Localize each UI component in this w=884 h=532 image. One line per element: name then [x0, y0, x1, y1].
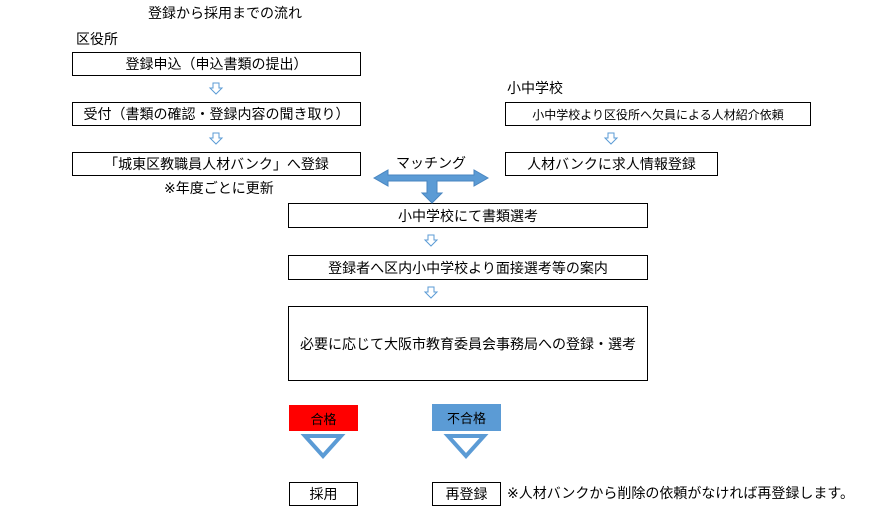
job-posting-box: 人材バンクに求人情報登録 [505, 152, 718, 176]
reregister-box: 再登録 [432, 482, 501, 506]
school-header: 小中学校 [507, 81, 563, 97]
board-registration-box: 必要に応じて大阪市教育委員会事務局への登録・選考 [288, 306, 648, 381]
down-arrow-icon [423, 286, 439, 299]
down-arrow-icon [208, 82, 224, 95]
renewal-note: ※年度ごとに更新 [164, 181, 274, 197]
school-request-label: 小中学校より区役所へ欠員による人材紹介依頼 [532, 107, 784, 122]
hired-label: 採用 [309, 487, 338, 503]
pass-down-arrow-icon [300, 434, 346, 459]
fail-label: 不合格 [446, 412, 486, 427]
reregister-note: ※人材バンクから削除の依頼がなければ再登録します。 [507, 486, 855, 502]
board-registration-label: 必要に応じて大阪市教育委員会事務局への登録・選考 [300, 336, 636, 353]
pass-badge: 合格 [289, 405, 358, 431]
interview-guidance-label: 登録者へ区内小中学校より面接選考等の案内 [328, 260, 608, 277]
step-application-label: 登録申込（申込書類の提出） [125, 57, 308, 73]
step-bank-registration-label: 「城東区教職員人材バンク」へ登録 [104, 157, 329, 173]
ward-office-header: 区役所 [76, 32, 118, 48]
job-posting-label: 人材バンクに求人情報登録 [527, 157, 696, 173]
fail-badge: 不合格 [432, 404, 501, 431]
interview-guidance-box: 登録者へ区内小中学校より面接選考等の案内 [288, 255, 648, 280]
down-arrow-icon [603, 132, 619, 145]
document-screening-label: 小中学校にて書類選考 [398, 208, 538, 225]
matching-arrow-icon [372, 169, 490, 204]
reregister-label: 再登録 [445, 487, 488, 503]
step-bank-registration-box: 「城東区教職員人材バンク」へ登録 [72, 152, 361, 176]
down-arrow-icon [208, 132, 224, 145]
school-request-box: 小中学校より区役所へ欠員による人材紹介依頼 [505, 102, 811, 126]
fail-down-arrow-icon [443, 434, 489, 459]
matching-label: マッチング [396, 156, 466, 172]
hired-box: 採用 [289, 482, 358, 506]
pass-label: 合格 [310, 412, 337, 428]
step-reception-box: 受付（書類の確認・登録内容の聞き取り） [72, 102, 361, 126]
document-screening-box: 小中学校にて書類選考 [288, 203, 648, 228]
step-application-box: 登録申込（申込書類の提出） [72, 52, 361, 76]
page-title: 登録から採用までの流れ [148, 6, 302, 22]
step-reception-label: 受付（書類の確認・登録内容の聞き取り） [83, 107, 350, 123]
down-arrow-icon [423, 234, 439, 247]
